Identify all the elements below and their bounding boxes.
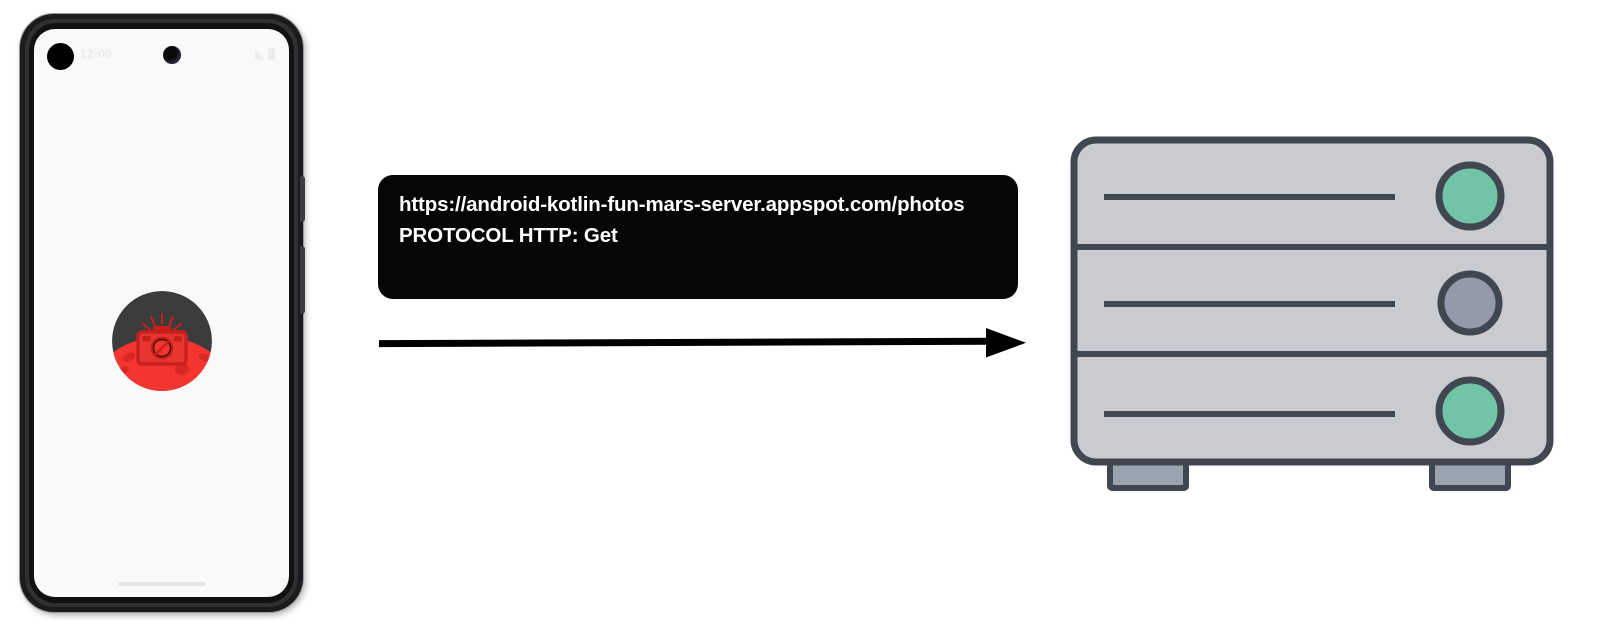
phone-screen[interactable]: 12:00: [34, 29, 289, 597]
notification-dot-icon: [47, 43, 74, 70]
mars-photos-app-icon[interactable]: [111, 291, 212, 391]
android-phone-mockup: 12:00: [20, 14, 305, 612]
request-url-text: https://android-kotlin-fun-mars-server.a…: [399, 193, 965, 216]
phone-volume-button[interactable]: [300, 246, 305, 314]
battery-icon: [268, 48, 275, 60]
request-arrow: [378, 326, 1026, 360]
gesture-navigation-bar[interactable]: [117, 582, 206, 586]
request-detail-bubble: https://android-kotlin-fun-mars-server.a…: [378, 175, 1018, 299]
request-protocol-text: PROTOCOL HTTP: Get: [399, 224, 618, 247]
front-camera-punchhole-icon: [163, 46, 181, 64]
web-server-graphic: [1062, 128, 1562, 500]
signal-bars-icon: [255, 50, 265, 60]
status-bar-indicators: [255, 48, 275, 60]
status-bar-time: 12:00: [80, 47, 113, 61]
phone-power-button[interactable]: [300, 176, 305, 222]
status-bar: 12:00: [34, 29, 289, 70]
